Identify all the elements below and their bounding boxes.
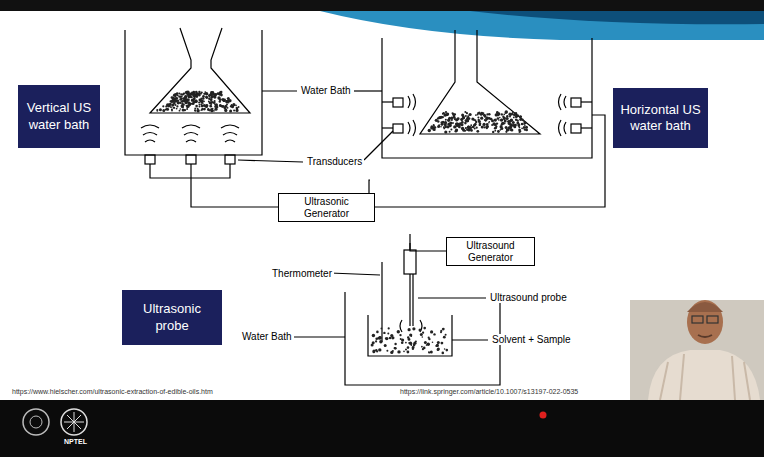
title-box: Vertical US water bath <box>18 85 100 148</box>
box-text: Vertical US water bath <box>24 100 94 133</box>
generator-box: Ultrasound Generator <box>446 237 535 266</box>
part-label: Transducers <box>305 156 364 167</box>
part-label: Thermometer <box>270 268 334 279</box>
box-text: Ultrasonic probe <box>128 301 216 334</box>
part-label: Water Bath <box>240 331 294 342</box>
title-box: Ultrasonic probe <box>122 290 222 345</box>
generator-box: Ultrasonic Generator <box>278 193 375 222</box>
logo-text: NPTEL <box>62 438 89 446</box>
part-label: Solvent + Sample <box>490 334 573 345</box>
title-box: Horizontal US water bath <box>613 88 708 148</box>
part-label: Ultrasound probe <box>488 292 569 303</box>
source-url: https://www.hielscher.com/ultrasonic-ext… <box>10 388 215 396</box>
box-text: Ultrasonic Generator <box>283 196 370 219</box>
part-label: Water Bath <box>299 85 353 96</box>
box-text: Horizontal US water bath <box>619 102 702 135</box>
source-url: https://link.springer.com/article/10.100… <box>398 388 580 396</box>
box-text: Ultrasound Generator <box>451 240 530 263</box>
